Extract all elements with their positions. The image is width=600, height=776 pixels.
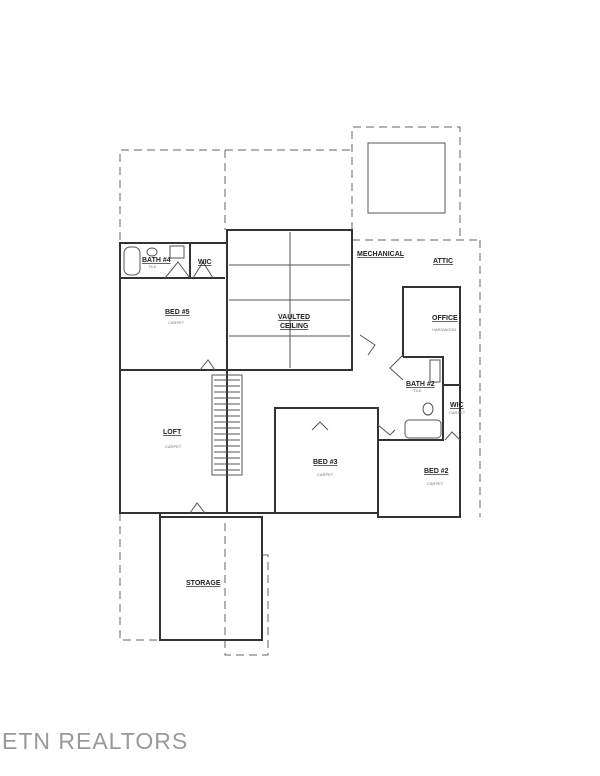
- room-labels: BATH #4 TILE WIC BED #5 CARPET VAULTED C…: [142, 251, 466, 587]
- label-bath4: BATH #4: [142, 257, 171, 264]
- label-loft: LOFT: [163, 429, 182, 436]
- svg-text:TILE: TILE: [148, 264, 157, 269]
- fixtures: [123, 245, 442, 439]
- sink-icon: [429, 359, 441, 383]
- label-wic-left: WIC: [198, 259, 212, 266]
- svg-text:HARDWOOD: HARDWOOD: [432, 327, 456, 332]
- svg-text:CARPET: CARPET: [427, 481, 444, 486]
- label-attic: ATTIC: [433, 258, 453, 265]
- svg-text:CARPET: CARPET: [449, 410, 466, 415]
- bathtub-icon: [123, 246, 141, 276]
- stairs: [211, 374, 243, 476]
- label-ceiling: CEILING: [280, 323, 309, 330]
- label-mechanical: MECHANICAL: [357, 251, 405, 258]
- svg-text:CARPET: CARPET: [317, 472, 334, 477]
- label-office: OFFICE: [432, 315, 458, 322]
- label-bed3: BED #3: [313, 459, 338, 466]
- svg-text:CARPET: CARPET: [168, 320, 185, 325]
- label-storage: STORAGE: [186, 580, 221, 587]
- ceiling-grid: [229, 232, 350, 368]
- roof-outline: [119, 126, 481, 656]
- walls: [119, 229, 461, 641]
- bathtub-icon: [404, 419, 442, 439]
- label-bed5: BED #5: [165, 309, 190, 316]
- toilet-icon: [146, 247, 158, 257]
- toilet-icon: [422, 402, 434, 416]
- label-wic-right: WIC: [450, 402, 464, 409]
- sink-icon: [169, 245, 185, 259]
- label-bath2: BATH #2: [406, 381, 435, 388]
- svg-text:CARPET: CARPET: [165, 444, 182, 449]
- watermark: ETN REALTORS: [2, 728, 189, 754]
- doors: [164, 261, 461, 514]
- label-vaulted: VAULTED: [278, 314, 310, 321]
- svg-text:TILE: TILE: [413, 388, 422, 393]
- label-bed2: BED #2: [424, 468, 449, 475]
